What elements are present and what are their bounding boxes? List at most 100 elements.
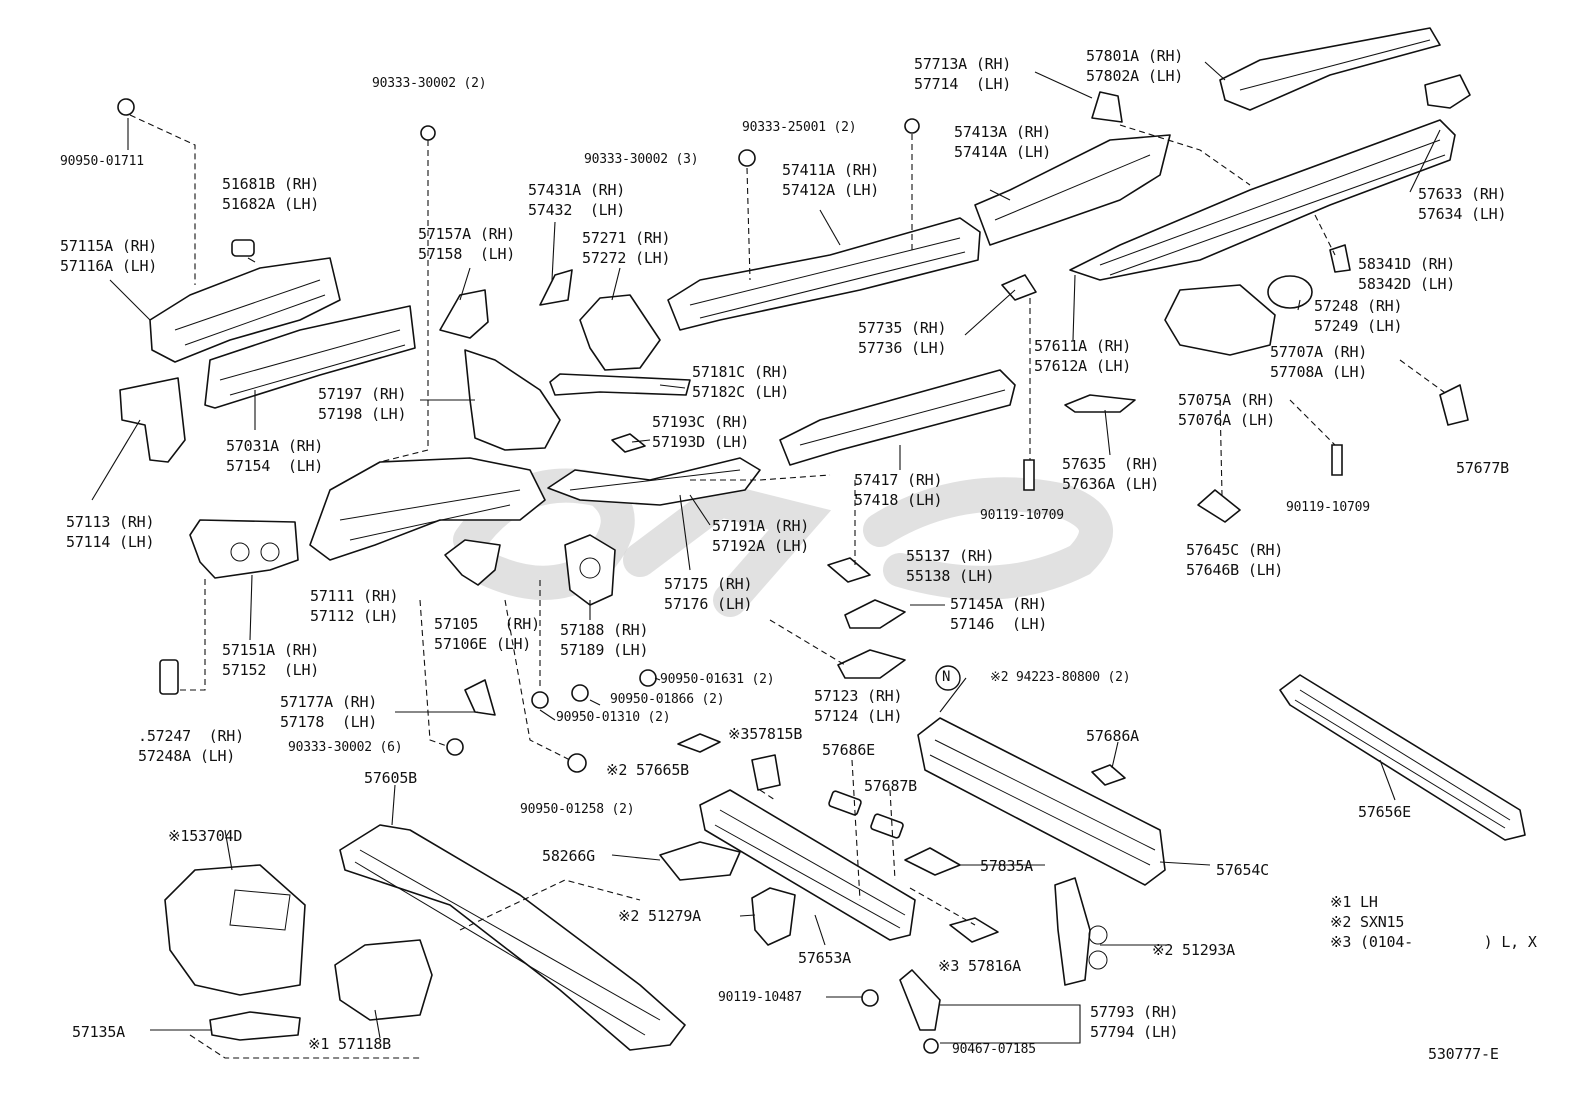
part-57157A[interactable] bbox=[439, 289, 489, 339]
part-57653A[interactable] bbox=[699, 789, 916, 941]
part-57197[interactable] bbox=[464, 349, 561, 451]
nut-90950-01711[interactable] bbox=[117, 98, 135, 116]
part-57677B[interactable] bbox=[1439, 384, 1469, 426]
part-53704D[interactable] bbox=[164, 864, 306, 996]
label-l08[interactable]: 57197 (RH) 57198 (LH) bbox=[318, 385, 407, 423]
nut-90950-01866[interactable] bbox=[571, 684, 589, 702]
label-l23[interactable]: 57181C (RH) 57182C (LH) bbox=[692, 363, 790, 401]
part-57417[interactable] bbox=[779, 369, 1016, 466]
label-l20[interactable]: 57707A (RH) 57708A (LH) bbox=[1270, 343, 1368, 381]
label-l68[interactable]: 90467-07185 bbox=[952, 1042, 1036, 1057]
part-57191A[interactable] bbox=[547, 457, 761, 506]
part-57431A[interactable] bbox=[539, 269, 573, 306]
part-57686A[interactable] bbox=[1091, 764, 1126, 786]
label-l06[interactable]: 57113 (RH) 57114 (LH) bbox=[66, 513, 155, 551]
part-57135A[interactable] bbox=[209, 1011, 301, 1041]
part-57735[interactable] bbox=[1001, 274, 1037, 301]
nut-90333-25001[interactable] bbox=[904, 118, 920, 134]
nut-90950-01310[interactable] bbox=[531, 691, 549, 709]
label-l65[interactable]: 57793 (RH) 57794 (LH) bbox=[1090, 1003, 1179, 1041]
label-l52[interactable]: 57686A bbox=[1086, 727, 1139, 745]
label-l19[interactable]: 57248 (RH) 57249 (LH) bbox=[1314, 297, 1403, 335]
part-57633[interactable] bbox=[1424, 74, 1471, 109]
label-l47[interactable]: 90333-30002 (6) bbox=[288, 740, 403, 755]
part-57611A[interactable] bbox=[1069, 119, 1456, 281]
bolt-90119-10709-a[interactable] bbox=[1023, 459, 1035, 491]
nut-90950-01631[interactable] bbox=[639, 669, 657, 687]
part-57118B[interactable] bbox=[334, 939, 433, 1021]
label-l13[interactable]: 57411A (RH) 57412A (LH) bbox=[782, 161, 880, 199]
part-57413A[interactable] bbox=[974, 134, 1171, 246]
label-l17[interactable]: 57633 (RH) 57634 (LH) bbox=[1418, 185, 1507, 223]
label-l03[interactable]: 51681B (RH) 51682A (LH) bbox=[222, 175, 320, 213]
part-57115A[interactable] bbox=[149, 257, 341, 363]
part-57707A[interactable] bbox=[1164, 284, 1276, 356]
nut-90950-01258[interactable] bbox=[567, 753, 587, 773]
label-l50[interactable]: 57686E bbox=[822, 741, 875, 759]
part-57645C[interactable] bbox=[1197, 489, 1241, 523]
part-57801A[interactable] bbox=[1219, 27, 1441, 111]
label-l67[interactable]: ※1 57118B bbox=[308, 1035, 392, 1053]
label-l07[interactable]: 57031A (RH) 57154 (LH) bbox=[226, 437, 324, 475]
label-l53[interactable]: 57605B bbox=[364, 769, 417, 787]
label-l05[interactable]: 57157A (RH) 57158 (LH) bbox=[418, 225, 516, 263]
label-l11[interactable]: 90333-30002 (3) bbox=[584, 152, 699, 167]
label-l64[interactable]: 90119-10487 bbox=[718, 990, 802, 1005]
label-l48[interactable]: ※357815B bbox=[728, 725, 803, 743]
label-l56[interactable]: ※153704D bbox=[168, 827, 243, 845]
label-l21[interactable]: 57735 (RH) 57736 (LH) bbox=[858, 319, 947, 357]
label-l42[interactable]: ※2 94223-80800 (2) bbox=[990, 670, 1131, 685]
label-l59[interactable]: 57654C bbox=[1216, 861, 1269, 879]
label-l26[interactable]: 57677B bbox=[1456, 459, 1509, 477]
label-l22[interactable]: 57611A (RH) 57612A (LH) bbox=[1034, 337, 1132, 375]
label-l25[interactable]: 57075A (RH) 57076A (LH) bbox=[1178, 391, 1276, 429]
label-l35[interactable]: 57105 (RH) 57106E (LH) bbox=[434, 615, 540, 653]
label-l40[interactable]: 90950-01631 (2) bbox=[660, 672, 775, 687]
part-57605B[interactable] bbox=[339, 824, 686, 1051]
label-l36[interactable]: 57188 (RH) 57189 (LH) bbox=[560, 621, 649, 659]
bolt-90467-07185[interactable] bbox=[923, 1038, 939, 1054]
part-57248[interactable] bbox=[1267, 275, 1313, 309]
label-l55[interactable]: 57656E bbox=[1358, 803, 1411, 821]
label-l63[interactable]: ※2 51293A bbox=[1152, 941, 1236, 959]
label-l58[interactable]: 57835A bbox=[980, 857, 1033, 875]
part-57656E[interactable] bbox=[1279, 674, 1526, 841]
label-l15[interactable]: 57413A (RH) 57414A (LH) bbox=[954, 123, 1052, 161]
bolt-90119-10709-b[interactable] bbox=[1331, 444, 1343, 476]
part-57151A[interactable] bbox=[189, 519, 299, 579]
part-57188[interactable] bbox=[564, 534, 616, 606]
part-57835A[interactable] bbox=[904, 847, 961, 876]
label-l57[interactable]: 58266G bbox=[542, 847, 595, 865]
part-57654C[interactable] bbox=[917, 717, 1166, 886]
part-57105[interactable] bbox=[444, 539, 501, 586]
label-l31[interactable]: 57191A (RH) 57192A (LH) bbox=[712, 517, 810, 555]
part-57686E[interactable] bbox=[828, 790, 862, 816]
label-l29[interactable]: 90119-10709 bbox=[980, 508, 1064, 523]
part-57271[interactable] bbox=[579, 294, 661, 371]
label-l41[interactable]: 57123 (RH) 57124 (LH) bbox=[814, 687, 903, 725]
part-58341D[interactable] bbox=[1329, 244, 1351, 273]
label-l60[interactable]: ※2 51279A bbox=[618, 907, 702, 925]
label-l14[interactable]: 57713A (RH) 57714 (LH) bbox=[914, 55, 1012, 93]
label-l54[interactable]: 90950-01258 (2) bbox=[520, 802, 635, 817]
part-57815B[interactable] bbox=[677, 733, 721, 753]
label-l37[interactable]: 57175 (RH) 57176 (LH) bbox=[664, 575, 753, 613]
nut-90333-30002-c[interactable] bbox=[446, 738, 464, 756]
label-l01[interactable]: 90333-30002 (2) bbox=[372, 76, 487, 91]
label-l30[interactable]: 90119-10709 bbox=[1286, 500, 1370, 515]
label-l10[interactable]: 57271 (RH) 57272 (LH) bbox=[582, 229, 671, 267]
label-l39[interactable]: 57151A (RH) 57152 (LH) bbox=[222, 641, 320, 679]
label-l66[interactable]: 57135A bbox=[72, 1023, 125, 1041]
part-57713A[interactable] bbox=[1091, 91, 1123, 123]
part-57793[interactable] bbox=[899, 969, 941, 1031]
part-57635[interactable] bbox=[1064, 394, 1136, 413]
bolt-90119-10487[interactable] bbox=[861, 989, 879, 1007]
part-57123[interactable] bbox=[837, 649, 906, 679]
part-57247[interactable] bbox=[159, 659, 179, 695]
part-51681B[interactable] bbox=[231, 239, 255, 257]
label-l61[interactable]: 57653A bbox=[798, 949, 851, 967]
nut-90333-30002-a[interactable] bbox=[420, 125, 436, 141]
label-l28[interactable]: 57635 (RH) 57636A (LH) bbox=[1062, 455, 1160, 493]
label-l04[interactable]: 57115A (RH) 57116A (LH) bbox=[60, 237, 158, 275]
label-l34[interactable]: 57111 (RH) 57112 (LH) bbox=[310, 587, 399, 625]
